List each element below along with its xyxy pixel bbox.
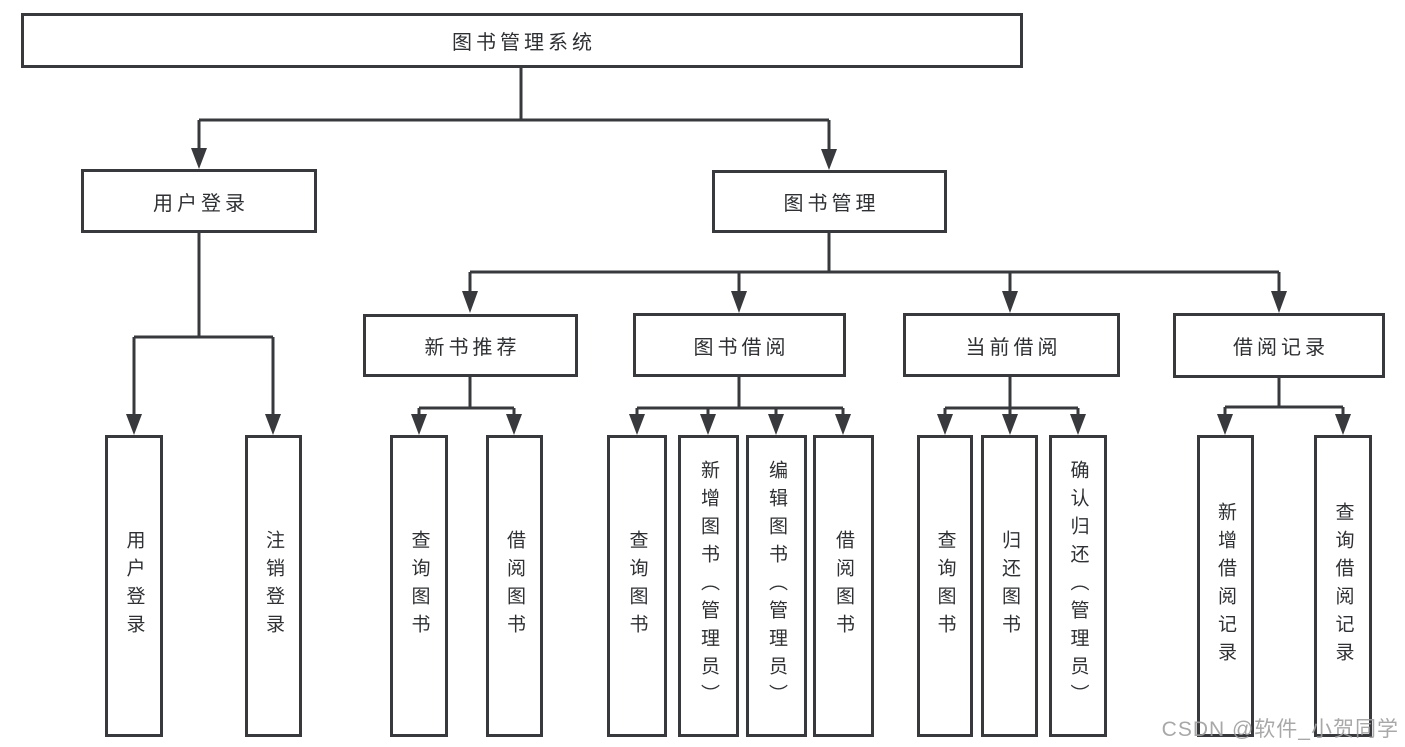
leaf-confirm-return-admin: 确认归还（管理员） xyxy=(1049,435,1107,737)
leaf-user-login: 用户登录 xyxy=(105,435,163,737)
leaf-borrow-books-recommend: 借阅图书 xyxy=(486,435,543,737)
leaf-query-books-current: 查询图书 xyxy=(917,435,973,737)
leaf-logout: 注销登录 xyxy=(245,435,302,737)
leaf-add-books-admin: 新增图书（管理员） xyxy=(678,435,739,737)
leaf-query-books-recommend: 查询图书 xyxy=(390,435,448,737)
leaf-borrow-books: 借阅图书 xyxy=(813,435,874,737)
node-user-login: 用户登录 xyxy=(81,169,317,233)
leaf-edit-books-admin: 编辑图书（管理员） xyxy=(746,435,807,737)
arrowheads xyxy=(126,148,1351,435)
node-library-management-system: 图书管理系统 xyxy=(21,13,1023,68)
node-book-borrowing: 图书借阅 xyxy=(633,313,846,377)
leaf-add-borrow-record: 新增借阅记录 xyxy=(1197,435,1254,737)
node-borrowing-records: 借阅记录 xyxy=(1173,313,1385,378)
leaf-query-borrow-record: 查询借阅记录 xyxy=(1314,435,1372,737)
node-new-book-recommendation: 新书推荐 xyxy=(363,314,578,377)
leaf-query-books-borrow: 查询图书 xyxy=(607,435,667,737)
node-book-management: 图书管理 xyxy=(712,170,947,233)
watermark: CSDN @软件_小贺同学 xyxy=(1161,718,1399,741)
node-current-borrowing: 当前借阅 xyxy=(903,313,1120,377)
leaf-return-books: 归还图书 xyxy=(981,435,1038,737)
